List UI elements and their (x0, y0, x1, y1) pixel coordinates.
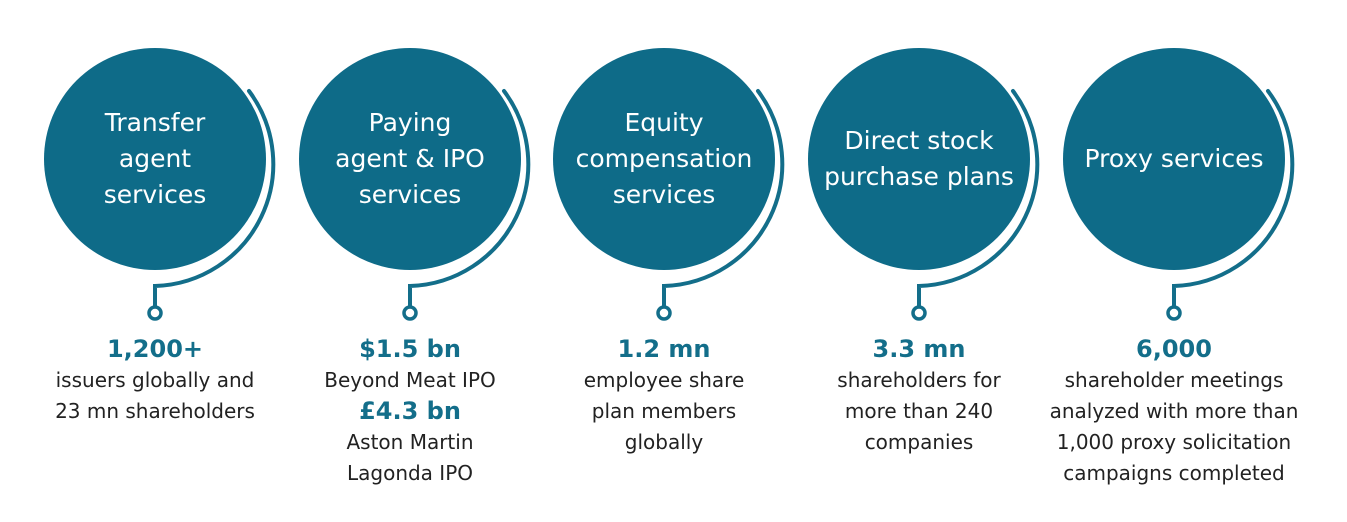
service-circle: Direct stock purchase plans (808, 48, 1030, 270)
stat-value: 3.3 mn (872, 335, 966, 363)
service-item-direct-stock-purchase: Direct stock purchase plans (764, 0, 1040, 522)
service-stat: 3.3 mn shareholders for more than 240 co… (764, 334, 1074, 458)
service-circle: Paying agent & IPO services (299, 48, 521, 270)
connector-arc (656, 89, 785, 321)
stat-value: 1.2 mn (617, 335, 711, 363)
service-title: Proxy services (1084, 144, 1264, 173)
service-item-equity-compensation: Equity compensation services (509, 0, 785, 522)
connector-arc (1166, 89, 1295, 321)
stat-description: shareholder meetings analyzed with more … (1049, 368, 1299, 485)
service-circle: Equity compensation services (553, 48, 775, 270)
stat-description: employee share plan members globally (583, 368, 745, 454)
service-stat: $1.5 bn Beyond Meat IPO £4.3 bn Aston Ma… (255, 334, 565, 489)
service-circle: Transfer agent services (44, 48, 266, 270)
stat-value: 6,000 (1136, 335, 1212, 363)
stat-description: issuers globally and 23 mn shareholders (55, 368, 255, 423)
service-stat: 6,000 shareholder meetings analyzed with… (1019, 334, 1329, 489)
connector-arc (147, 89, 276, 321)
service-title: Equity compensation services (575, 108, 753, 209)
connector-arc (911, 89, 1040, 321)
service-stat: 1,200+ issuers globally and 23 mn shareh… (0, 334, 310, 427)
stat-description: Aston Martin Lagonda IPO (346, 430, 474, 485)
service-title: Paying agent & IPO services (335, 108, 485, 209)
service-stat: 1.2 mn employee share plan members globa… (509, 334, 819, 458)
stat-value: $1.5 bn (359, 335, 461, 363)
service-item-transfer-agent: Transfer agent services (0, 0, 276, 522)
connector-arc (402, 89, 531, 321)
stat-value: 1,200+ (106, 335, 204, 363)
service-item-paying-agent-ipo: Paying agent & IPO services (255, 0, 531, 522)
service-circle: Proxy services (1063, 48, 1285, 270)
stat-value: £4.3 bn (359, 397, 461, 425)
service-item-proxy: Proxy services (1019, 0, 1295, 522)
stat-description: Beyond Meat IPO (324, 368, 496, 392)
service-title: Transfer agent services (103, 108, 207, 209)
stat-description: shareholders for more than 240 companies (837, 368, 1001, 454)
service-title: Direct stock purchase plans (824, 126, 1014, 191)
